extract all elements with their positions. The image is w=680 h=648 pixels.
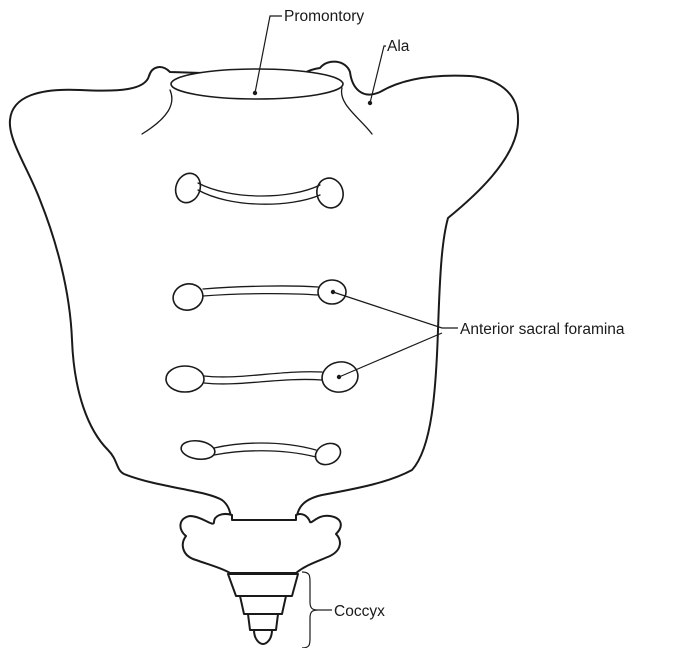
coccyx-label: Coccyx [334, 603, 385, 620]
ala-leader-dot [368, 101, 372, 105]
anterior-sacral-foramina-label: Anterior sacral foramina [460, 321, 625, 338]
coccyx-segment-2 [228, 574, 298, 596]
ala-label: Ala [387, 38, 410, 55]
foramina-leader-upper-dot [331, 290, 335, 294]
promontory-label: Promontory [284, 8, 364, 25]
foramina-leader-lower-dot [337, 375, 341, 379]
promontory-leader-dot [253, 91, 257, 95]
coccyx-bracket [302, 572, 318, 648]
coccyx-segment-5 [254, 630, 272, 644]
coccyx-segment-1 [180, 514, 340, 573]
foramen-3-left [166, 366, 204, 392]
coccyx-segment-4 [248, 614, 278, 630]
coccyx-segment-3 [240, 596, 286, 614]
